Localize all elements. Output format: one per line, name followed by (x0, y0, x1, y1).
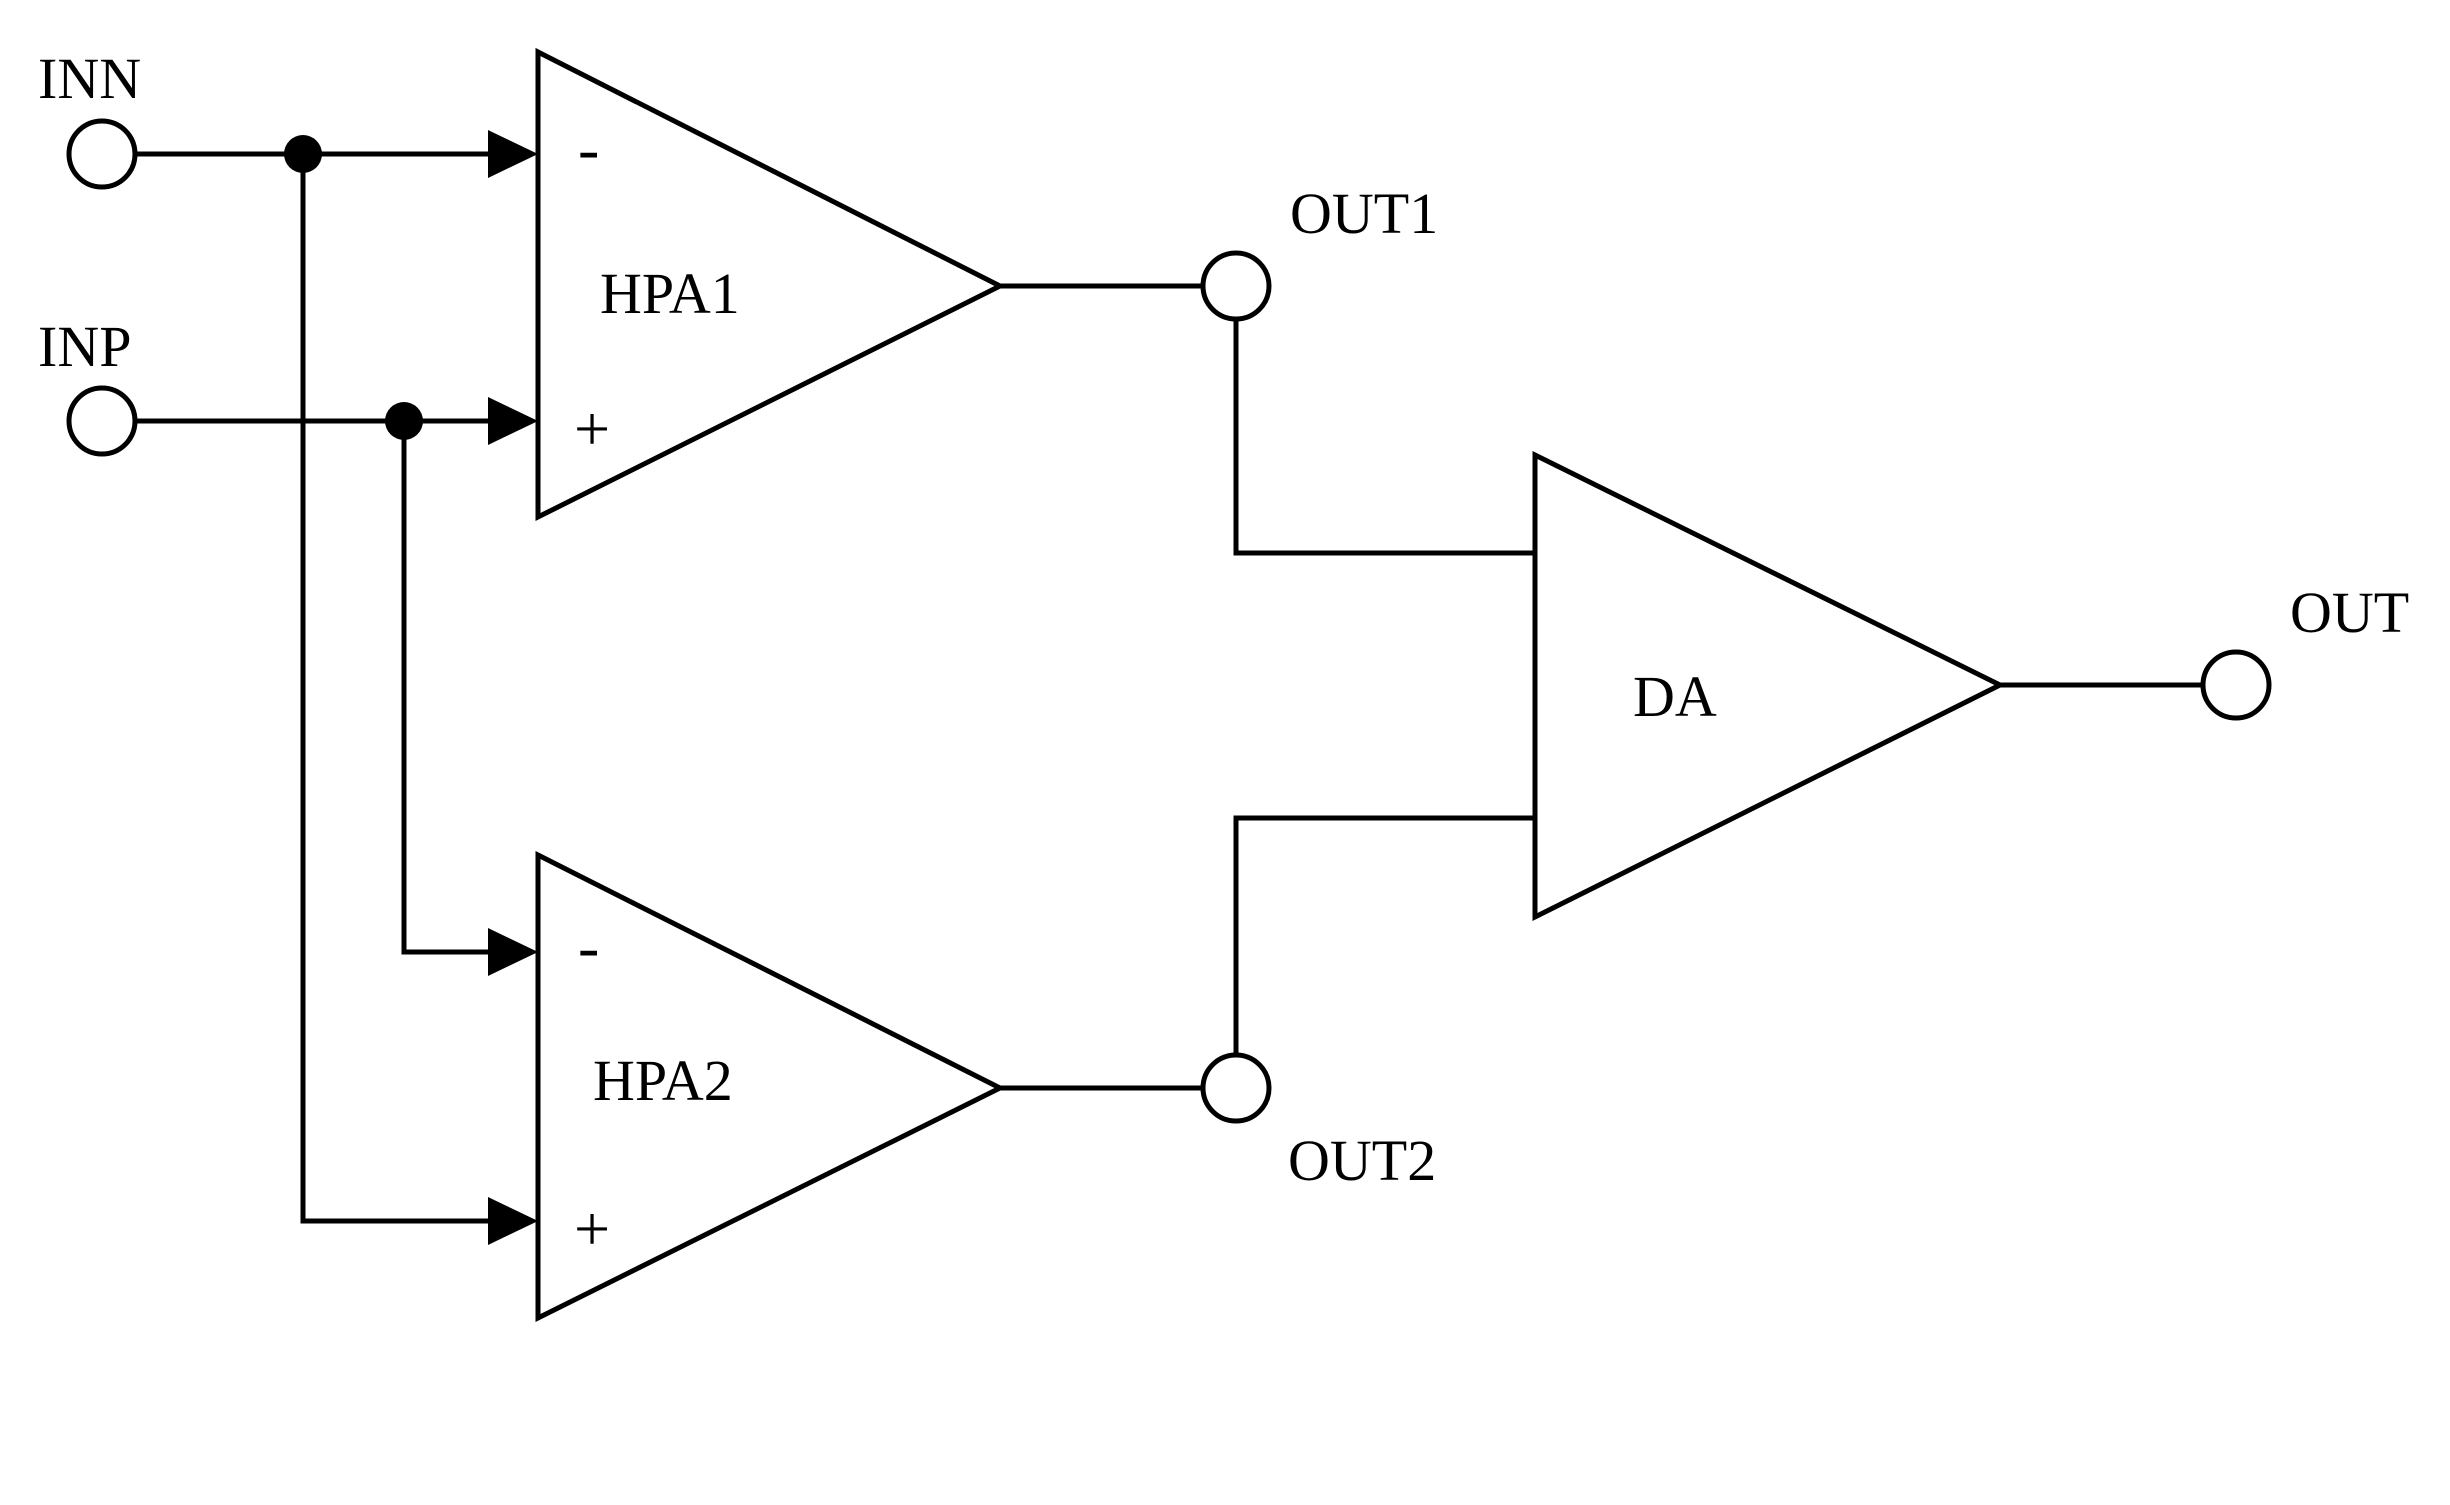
hpa1-plus-sign: + (574, 393, 610, 464)
hpa2-plus-sign: + (574, 1193, 610, 1264)
label-out1: OUT1 (1290, 181, 1438, 246)
label-hpa1: HPA1 (600, 261, 740, 326)
label-inn: INN (38, 46, 141, 111)
label-inp: INP (38, 314, 131, 379)
wire-out2-to-da (1236, 818, 1535, 1055)
arrow-hpa2-minus (488, 928, 538, 976)
terminal-out1 (1203, 253, 1269, 319)
arrow-hpa1-plus (488, 397, 538, 445)
arrow-hpa2-plus (488, 1197, 538, 1245)
da-amplifier (1535, 455, 2000, 917)
label-out: OUT (2290, 580, 2409, 645)
label-hpa2: HPA2 (593, 1048, 733, 1113)
label-out2: OUT2 (1288, 1128, 1436, 1193)
terminal-inp (69, 388, 135, 454)
terminal-inn (69, 121, 135, 187)
junction-inp (385, 402, 423, 440)
wire-out1-to-da (1236, 318, 1535, 553)
hpa2-minus-sign: - (578, 911, 599, 982)
hpa1-minus-sign: - (578, 113, 599, 184)
arrow-hpa1-minus (488, 130, 538, 178)
label-da: DA (1633, 664, 1717, 729)
terminal-out2 (1203, 1055, 1269, 1121)
junction-inn (284, 135, 322, 173)
terminal-out (2203, 652, 2269, 718)
